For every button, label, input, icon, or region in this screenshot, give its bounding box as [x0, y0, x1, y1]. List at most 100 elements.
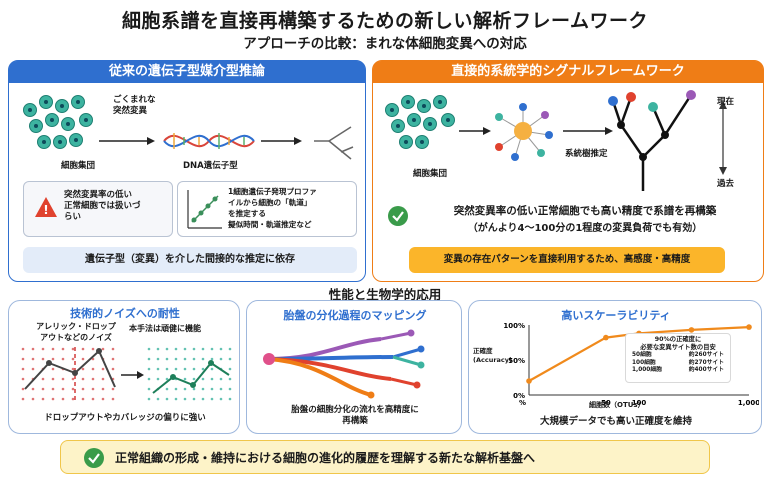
- warning-icon: !: [35, 197, 57, 217]
- noise-panel-footer: ドロップアウトやカバレッジの偏りに強い: [44, 413, 206, 423]
- noise-dot: [21, 367, 25, 371]
- right-panel-footer: 変異の存在パターンを直接利用するため、高感度・高精度: [409, 247, 725, 273]
- dna-genotype-label: DNA遺伝子型: [183, 161, 238, 171]
- x-tick-label: 100: [632, 399, 647, 407]
- noise-dot: [51, 397, 55, 401]
- signal-dot: [210, 357, 214, 361]
- inset-row: 50細胞 約260サイト: [626, 352, 730, 360]
- dna-flow-graphic: [99, 126, 354, 160]
- signal-dot: [174, 347, 178, 351]
- dna-helix-icon: [163, 133, 255, 149]
- inset-sites: 約260サイト: [688, 352, 724, 358]
- signal-dot: [201, 377, 205, 381]
- trajectory-text: 1細胞遺伝子発現プロファ イルから細胞の「軌道」 を推定する 擬似時間・軌道推定…: [228, 187, 317, 229]
- chart-inset: 90%の正確度に 必要な変異サイト数の目安 50細胞 約260サイト 100細胞…: [625, 333, 731, 383]
- noise-label: アレリック・ドロップ アウトなどのノイズ: [36, 322, 116, 342]
- noise-dot: [111, 387, 115, 391]
- signal-dot: [201, 357, 205, 361]
- scale-panel-title: 高いスケーラビリティ: [561, 309, 671, 322]
- signal-dot: [183, 377, 187, 381]
- differentiation-flow-graphic: [263, 329, 425, 399]
- signal-dot: [165, 377, 169, 381]
- signal-dot: [165, 367, 169, 371]
- warning-text: 突然変異率の低い 正常細胞では扱いづ らい: [64, 190, 141, 222]
- noisy-trajectory: [24, 349, 116, 390]
- signal-dot: [219, 397, 223, 401]
- signal-dot: [147, 377, 151, 381]
- inset-cells: 50細胞: [632, 352, 652, 358]
- signal-dot: [219, 387, 223, 391]
- noise-panel-title: 技術的ノイズへの耐性: [70, 307, 180, 320]
- cell-population-label: 細胞集団: [61, 161, 96, 171]
- signal-dot: [183, 357, 187, 361]
- warning-box: ! 突然変異率の低い 正常細胞では扱いづ らい: [23, 181, 173, 237]
- noise-dot: [31, 347, 35, 351]
- trajectory-plot-icon: [187, 190, 222, 229]
- left-panel-header: 従来の遺伝子型媒介型推論: [9, 61, 365, 83]
- signal-dot: [192, 397, 196, 401]
- noise-dot: [111, 397, 115, 401]
- signal-dot: [147, 397, 151, 401]
- arrow-icon: [99, 137, 155, 145]
- svg-text:!: !: [43, 203, 48, 217]
- noise-dot: [31, 367, 35, 371]
- signal-dot: [192, 357, 196, 361]
- noise-dot: [91, 347, 95, 351]
- signal-dot: [219, 347, 223, 351]
- noise-dot: [51, 377, 55, 381]
- tree-estimation-label: 系統樹推定: [565, 149, 608, 159]
- noise-dot: [61, 397, 65, 401]
- y-tick-label: 50%: [508, 357, 525, 365]
- inset-title: 90%の正確度に 必要な変異サイト数の目安: [640, 336, 716, 351]
- noise-dot: [71, 397, 75, 401]
- noise-dot: [81, 397, 85, 401]
- robust-trajectory: [152, 361, 230, 394]
- arrow-icon: [261, 137, 302, 145]
- scale-panel-footer: 大規模データでも高い正確度を維持: [539, 416, 692, 427]
- signal-dot: [228, 377, 232, 381]
- noise-dot: [41, 397, 45, 401]
- inset-row: 1,000細胞 約400サイト: [626, 367, 730, 375]
- arrow-icon: [459, 127, 491, 135]
- phylogeny-graphic: [459, 90, 727, 191]
- signal-dot: [147, 367, 151, 371]
- signal-dot: [165, 397, 169, 401]
- signal-dot: [165, 347, 169, 351]
- inset-cells: 100細胞: [632, 359, 656, 366]
- signal-dot: [219, 377, 223, 381]
- noise-dot: [71, 387, 75, 391]
- clean-dots: [147, 347, 232, 401]
- inset-cells: 1,000細胞: [632, 367, 662, 373]
- noise-dot: [81, 377, 85, 381]
- noise-dot: [51, 367, 55, 371]
- noise-dot: [31, 397, 35, 401]
- noise-dot: [81, 347, 85, 351]
- noise-dot: [41, 357, 45, 361]
- signal-dot: [183, 397, 187, 401]
- placenta-panel-title: 胎盤の分化過程のマッピング: [283, 309, 427, 322]
- section-title: 性能と生物学的応用: [328, 287, 442, 302]
- y-axis-label: 正確度 (Accuracy): [473, 347, 512, 364]
- signal-dot: [147, 387, 151, 391]
- noise-dot: [41, 387, 45, 391]
- noise-dot: [61, 377, 65, 381]
- noise-dot: [91, 387, 95, 391]
- signal-dot: [156, 357, 160, 361]
- noise-dot: [81, 367, 85, 371]
- robust-label: 本手法は頑健に機能: [129, 324, 201, 333]
- signal-dot: [210, 347, 214, 351]
- left-panel-footer: 遺伝子型（変異）を介した間接的な推定に依存: [23, 247, 357, 273]
- signal-dot: [210, 397, 214, 401]
- x-tick-label: 50: [601, 399, 611, 407]
- x-tick-label: 1,000: [738, 399, 759, 407]
- noise-dot: [61, 357, 65, 361]
- signal-dot: [174, 397, 178, 401]
- signal-dot: [147, 347, 151, 351]
- noisy-dots: [21, 347, 115, 401]
- noise-dot: [101, 397, 105, 401]
- cell-population-illustration: [385, 95, 465, 155]
- signal-dot: [147, 357, 151, 361]
- noise-dot: [41, 377, 45, 381]
- noise-dot: [81, 387, 85, 391]
